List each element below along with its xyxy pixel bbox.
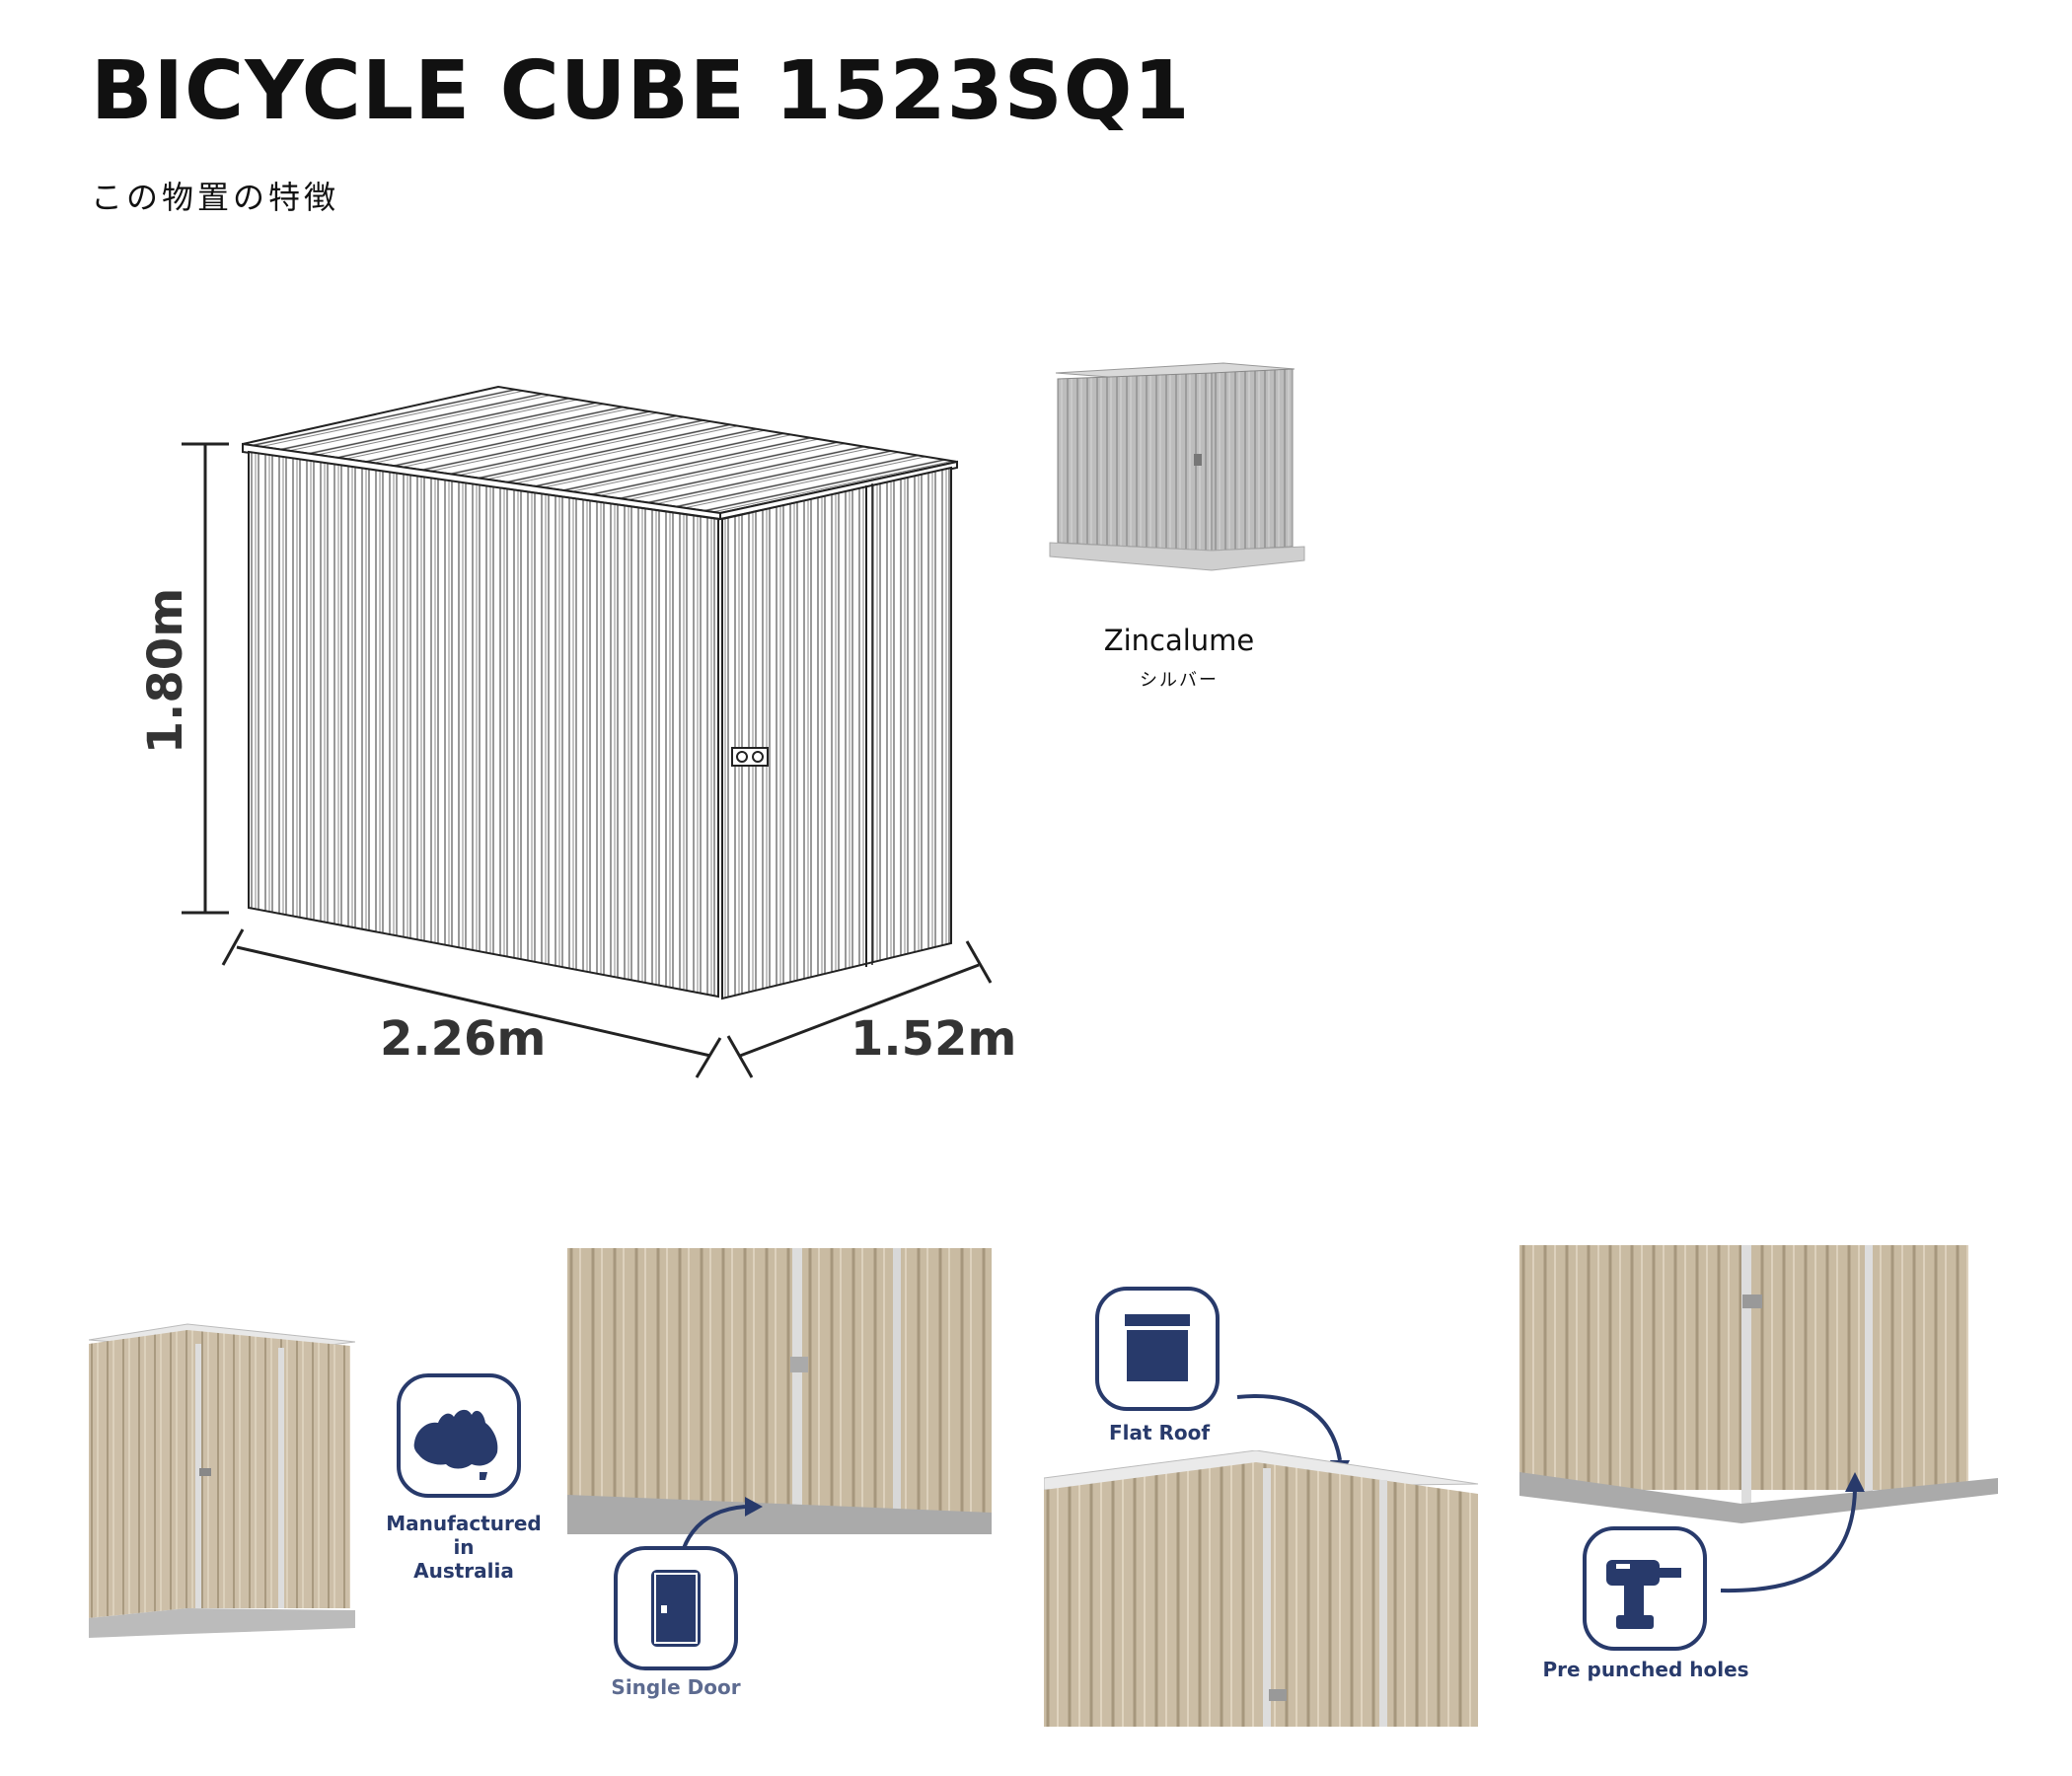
australia-map-icon bbox=[397, 1373, 521, 1498]
door-latch-icon bbox=[731, 747, 769, 767]
pre-punched-holes-photo bbox=[1519, 1245, 1998, 1523]
pre-punched-arrow-icon bbox=[1720, 1472, 1865, 1593]
shed-side-wall bbox=[248, 450, 719, 999]
flat-roof-icon bbox=[1095, 1287, 1220, 1411]
feature-shed-photo bbox=[89, 1323, 355, 1638]
flat-roof-shed-photo bbox=[1044, 1450, 1478, 1727]
color-subname: シルバー bbox=[1140, 670, 1219, 691]
drill-icon bbox=[1583, 1526, 1707, 1651]
feature-label-flat-roof: Flat Roof bbox=[1108, 1421, 1211, 1444]
door-icon bbox=[614, 1546, 738, 1670]
feature-label-single-door: Single Door bbox=[611, 1675, 741, 1699]
width-dimension-label: 2.26m bbox=[380, 1011, 547, 1067]
feature-label-pre-punched-holes: Pre punched holes bbox=[1542, 1658, 1749, 1681]
zincalume-shed-image[interactable] bbox=[1046, 355, 1312, 577]
height-dimension-label: 1.80m bbox=[138, 587, 193, 755]
shed-line-drawing bbox=[182, 385, 993, 1078]
page-title: BICYCLE CUBE 1523SQ1 bbox=[91, 44, 1191, 138]
page-subtitle: この物置の特徴 bbox=[91, 179, 340, 216]
depth-dimension-label: 1.52m bbox=[851, 1011, 1017, 1067]
color-name: Zincalume bbox=[1103, 624, 1255, 657]
feature-label-australia: Manufactured in Australia bbox=[386, 1512, 542, 1583]
shed-door-wall bbox=[721, 466, 952, 1000]
